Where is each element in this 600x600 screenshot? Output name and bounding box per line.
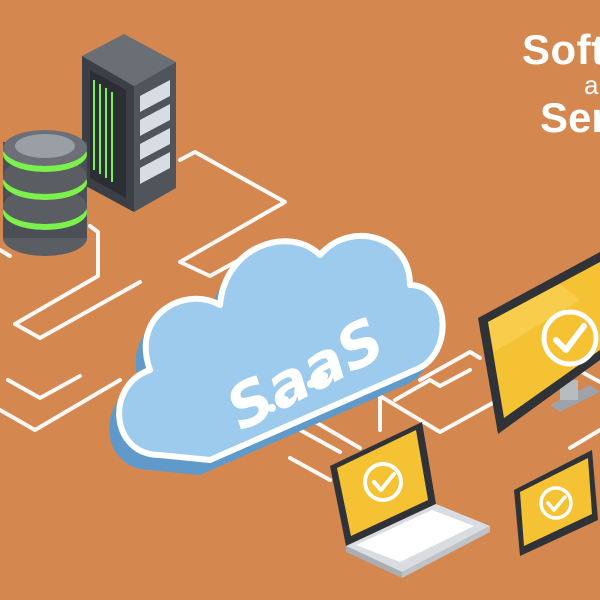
headline-line-1: Soft [522,26,600,73]
tablet-check-icon [514,450,598,556]
server-rack-icon [82,34,176,212]
laptop-check-icon [330,422,490,578]
monitor-check-icon [478,252,600,434]
headline-line-2: a [584,70,599,100]
headline-line-3: Ser [540,94,600,141]
database-icon [3,130,87,256]
